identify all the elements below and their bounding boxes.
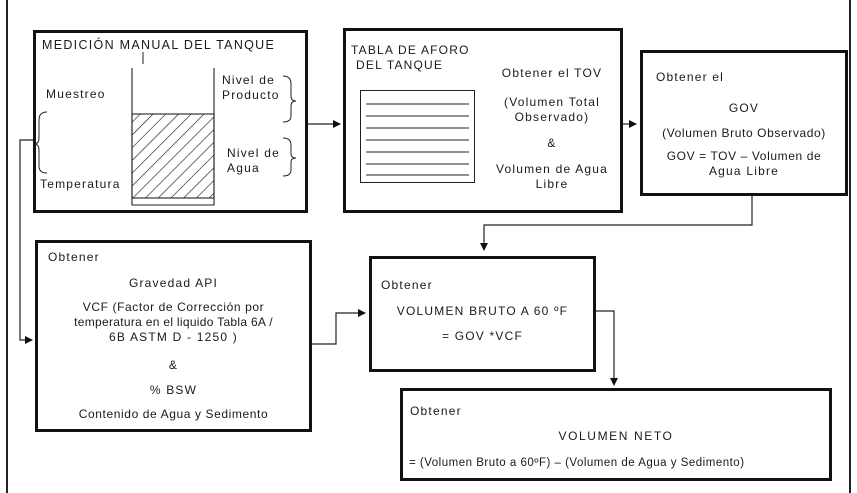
agua-libre-2: Libre — [535, 177, 569, 191]
box-volumen-bruto — [369, 256, 596, 372]
aforo-table-icon — [360, 90, 475, 183]
nivel-agua-label-2: Agua — [227, 161, 260, 175]
box4-obtener: Obtener — [48, 250, 100, 264]
temperatura-label: Temperatura — [40, 177, 121, 191]
box-obtener-vcf — [35, 240, 312, 432]
nivel-producto-label-2: Producto — [222, 88, 280, 102]
box2-title-1: TABLA DE AFORO — [351, 43, 470, 57]
obtener-tov: Obtener el TOV — [501, 66, 603, 80]
tov-desc-2: Observado) — [514, 110, 590, 124]
gov-label: GOV — [728, 101, 760, 115]
vcf-line-1: VCF (Factor de Corrección por — [82, 300, 265, 314]
gov-desc: (Volumen Bruto Observado) — [662, 126, 826, 140]
arrow-box4-to-box5 — [312, 309, 366, 345]
arrow-box3-to-box5 — [480, 196, 753, 251]
box6-obtener: Obtener — [410, 404, 462, 418]
nivel-producto-label-1: Nivel de — [222, 73, 275, 87]
vcf-line-3: 6B ASTM D - 1250 ) — [109, 330, 238, 344]
volumen-neto-label: VOLUMEN NETO — [558, 429, 674, 443]
box-gov — [640, 50, 848, 196]
volumen-neto-formula: = (Volumen Bruto a 60ºF) – (Volumen de A… — [409, 457, 745, 469]
box2-title-2: DEL TANQUE — [356, 58, 444, 72]
gravedad-api: Gravedad API — [128, 276, 219, 290]
muestreo-label: Muestreo — [46, 87, 106, 101]
box3-obtener: Obtener el — [656, 70, 725, 84]
tov-desc-1: (Volumen Total — [504, 95, 600, 109]
box4-ampersand: & — [168, 358, 179, 372]
frame-left-line — [6, 0, 8, 493]
nivel-agua-label-1: Nivel de — [227, 146, 280, 160]
agua-libre-1: Volumen de Agua — [495, 162, 609, 176]
box2-ampersand: & — [547, 136, 557, 150]
volumen-bruto-60f: VOLUMEN BRUTO A 60 ºF — [396, 304, 569, 318]
tank-drawing — [33, 52, 297, 206]
vcf-line-2: temperatura en el liquido Tabla 6A / — [74, 315, 273, 329]
gov-formula-2: Agua Libre — [708, 164, 780, 178]
volumen-bruto-formula: = GOV *VCF — [441, 329, 524, 343]
box1-title: MEDICIÓN MANUAL DEL TANQUE — [42, 38, 276, 52]
arrow-box5-to-box6 — [594, 310, 618, 386]
arrow-box1-to-box4 — [19, 139, 33, 344]
bsw-label: % BSW — [149, 383, 198, 397]
box5-obtener: Obtener — [381, 278, 433, 292]
box-volumen-neto — [400, 388, 832, 481]
contenido-agua: Contenido de Agua y Sedimento — [78, 407, 269, 421]
frame-right-line — [849, 0, 851, 493]
gov-formula-1: GOV = TOV – Volumen de — [666, 149, 822, 163]
